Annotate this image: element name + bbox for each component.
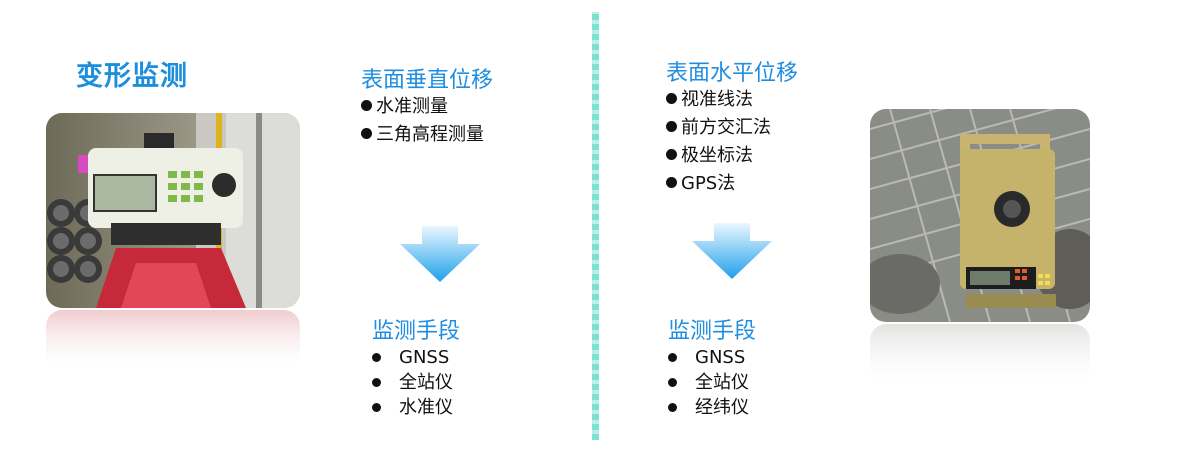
list-item: 前方交汇法 (666, 114, 771, 142)
list-item: GPS法 (666, 170, 771, 198)
list-item: 视准线法 (666, 86, 771, 114)
bullet-icon (668, 353, 677, 362)
down-arrow-icon (692, 223, 772, 279)
bullet-icon (668, 378, 677, 387)
section-divider (592, 12, 599, 440)
vertical-means-list: GNSS 全站仪 水准仪 (372, 345, 453, 420)
bullet-icon (666, 149, 677, 160)
list-item: 水准仪 (372, 395, 453, 420)
bullet-icon (668, 403, 677, 412)
bullet-icon (361, 128, 372, 139)
horizontal-means-heading: 监测手段 (668, 319, 757, 344)
bullet-icon (372, 353, 381, 362)
list-item: 全站仪 (372, 370, 453, 395)
list-item: 水准测量 (361, 93, 484, 121)
total-station-photo-reflection (870, 324, 1090, 384)
bullet-icon (666, 177, 677, 188)
page-title: 变形监测 (76, 61, 188, 92)
level-photo-reflection (46, 310, 300, 370)
bullet-icon (372, 378, 381, 387)
vertical-means-heading: 监测手段 (372, 319, 461, 344)
horizontal-means-list: GNSS 全站仪 经纬仪 (668, 345, 749, 420)
bullet-icon (666, 121, 677, 132)
list-item: 三角高程测量 (361, 121, 484, 149)
list-item: GNSS (668, 345, 749, 370)
vertical-displacement-heading: 表面垂直位移 (361, 68, 494, 93)
horizontal-displacement-heading: 表面水平位移 (666, 61, 799, 86)
vertical-methods-list: 水准测量 三角高程测量 (361, 93, 484, 149)
total-station-image (870, 109, 1090, 322)
bullet-icon (666, 93, 677, 104)
horizontal-methods-list: 视准线法 前方交汇法 极坐标法 GPS法 (666, 86, 771, 198)
bullet-icon (372, 403, 381, 412)
list-item: 极坐标法 (666, 142, 771, 170)
list-item: GNSS (372, 345, 453, 370)
list-item: 经纬仪 (668, 395, 749, 420)
total-station-photo (870, 109, 1090, 322)
bullet-icon (361, 100, 372, 111)
list-item: 全站仪 (668, 370, 749, 395)
down-arrow-icon (400, 226, 480, 282)
level-instrument-photo (46, 113, 300, 308)
level-instrument-image (46, 113, 300, 308)
